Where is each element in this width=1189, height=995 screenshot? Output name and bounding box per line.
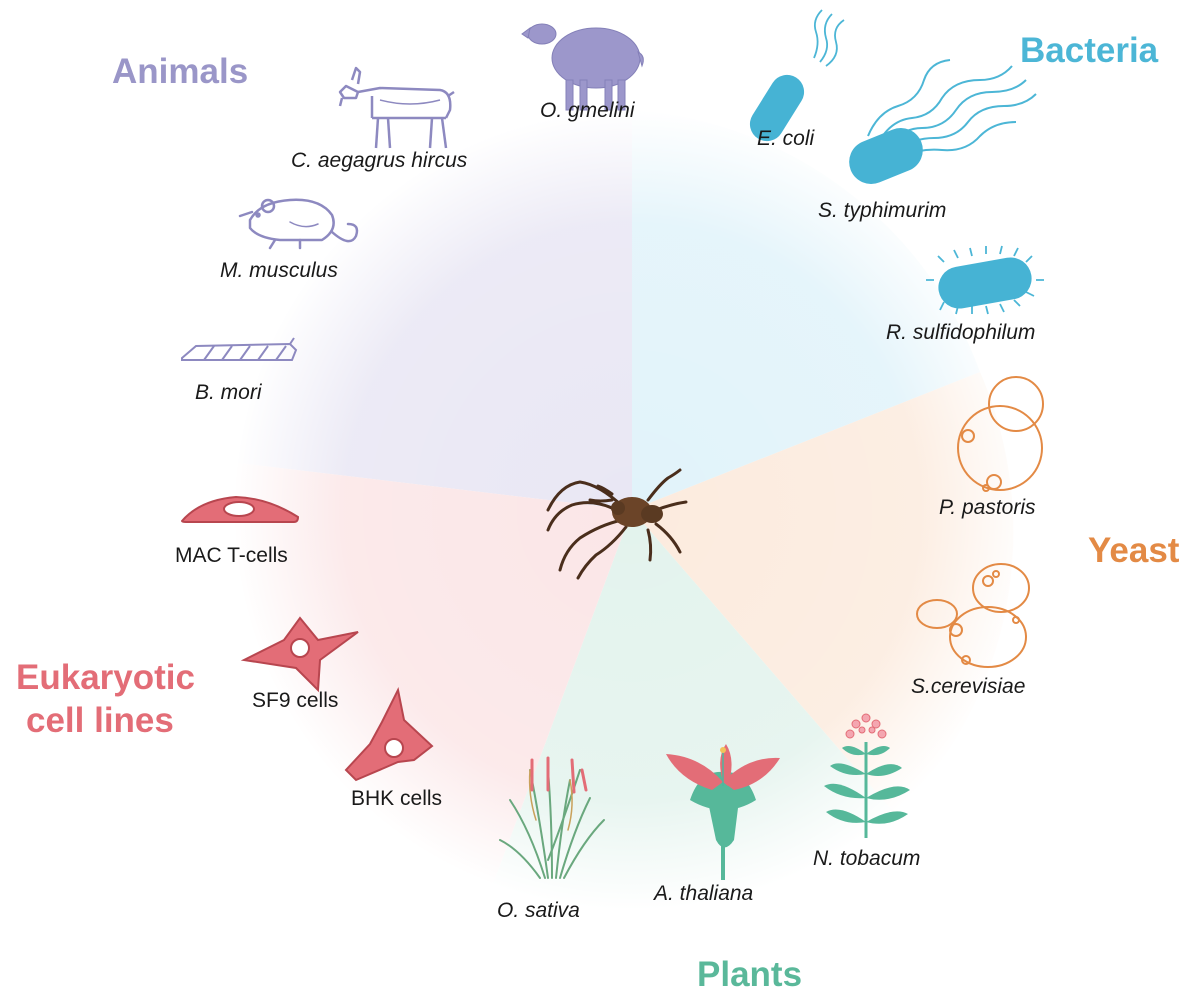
category-title-bacteria: Bacteria (1020, 31, 1158, 71)
flagellated-bacterium-icon (843, 60, 1036, 191)
category-title-plants: Plants (697, 955, 802, 995)
cell-line-label-bhk-cells: BHK cells (351, 787, 442, 811)
goat-icon (340, 68, 454, 148)
species-label-n-tobacum: N. tobacum (813, 847, 920, 871)
species-label-b-mori: B. mori (195, 381, 262, 405)
species-label-p-pastoris: P. pastoris (939, 496, 1036, 520)
species-label-o-sativa: O. sativa (497, 899, 580, 923)
sheep-icon (522, 24, 643, 110)
species-label-e-coli: E. coli (757, 127, 814, 151)
cell-line-label-mac-t-cells: MAC T-cells (175, 544, 288, 568)
species-label-s-cerevisiae: S.cerevisiae (911, 675, 1025, 699)
category-title-yeast: Yeast (1088, 531, 1179, 571)
species-label-c-aegagrus-hircus: C. aegagrus hircus (291, 149, 467, 173)
species-label-r-sulfidophilum: R. sulfidophilum (886, 321, 1035, 345)
category-title-eukaryotic-line1: Eukaryotic (16, 658, 195, 698)
species-label-s-typhimurim: S. typhimurim (818, 199, 946, 223)
species-label-a-thaliana: A. thaliana (654, 882, 753, 906)
species-label-m-musculus: M. musculus (220, 259, 338, 283)
species-label-o-gmelini: O. gmelini (540, 99, 635, 123)
category-title-animals: Animals (112, 52, 248, 92)
cell-line-label-sf9-cells: SF9 cells (252, 689, 338, 713)
category-title-eukaryotic-line2: cell lines (26, 701, 174, 741)
